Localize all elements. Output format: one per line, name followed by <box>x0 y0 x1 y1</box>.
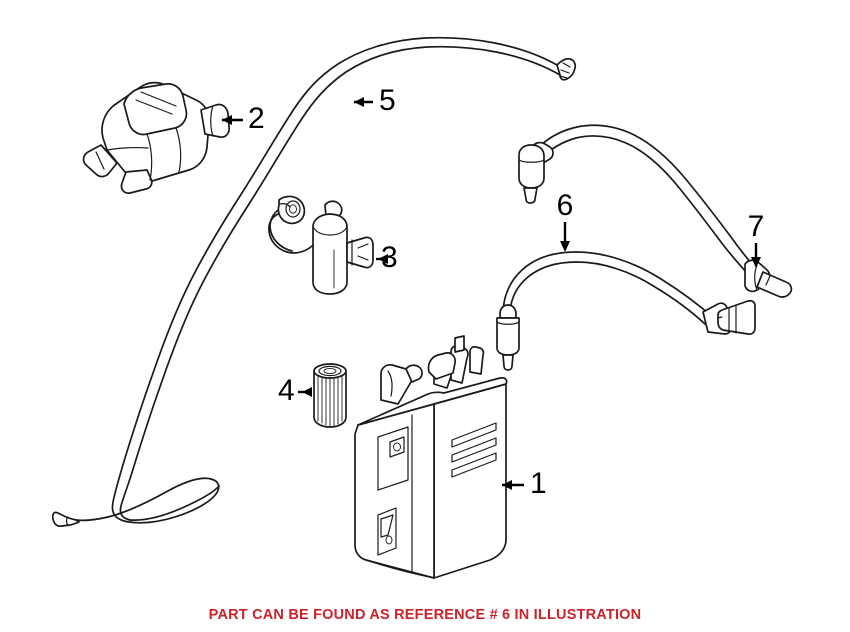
callout-4: 4 <box>278 374 312 407</box>
reference-caption: PART CAN BE FOUND AS REFERENCE # 6 IN IL… <box>208 607 642 623</box>
caption-bar: PART CAN BE FOUND AS REFERENCE # 6 IN IL… <box>0 606 850 624</box>
callout-1-number: 1 <box>530 467 547 500</box>
part-fuel-vapor-charcoal-canister <box>354 335 508 579</box>
callout-5: 5 <box>354 84 396 117</box>
callout-3-number: 3 <box>381 241 398 274</box>
callout-7: 7 <box>748 210 765 268</box>
part-canister-vent-filter-element <box>313 363 347 428</box>
callout-6-number: 6 <box>557 189 574 222</box>
part-fuel-vapor-vent-line <box>51 36 577 528</box>
callout-6: 6 <box>557 189 574 252</box>
callout-3: 3 <box>376 241 398 274</box>
callout-1: 1 <box>502 467 547 500</box>
callout-5-number: 5 <box>379 84 396 117</box>
callout-2-number: 2 <box>248 102 265 135</box>
part-leak-detection-pump-hose <box>518 124 793 298</box>
part-canister-purge-hose <box>496 251 756 371</box>
part-vapor-leak-detection-pump <box>82 81 230 194</box>
callout-7-number: 7 <box>748 210 765 243</box>
callout-4-number: 4 <box>278 374 295 407</box>
part-purge-valve-solenoid <box>268 195 374 295</box>
callout-2: 2 <box>222 102 265 135</box>
